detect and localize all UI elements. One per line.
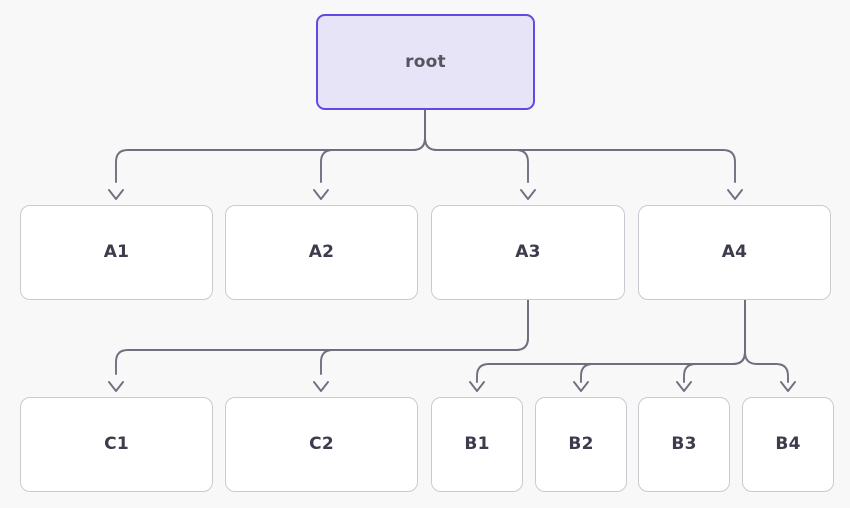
arrowhead-b4 xyxy=(780,381,796,392)
arrowhead-b2 xyxy=(573,381,589,392)
arrowhead-c1 xyxy=(108,381,124,392)
node-b1[interactable]: B1 xyxy=(431,397,523,492)
node-c1[interactable]: C1 xyxy=(20,397,213,492)
node-a2-label: A2 xyxy=(308,242,335,262)
node-root-label: root xyxy=(405,51,446,72)
node-a4-label: A4 xyxy=(721,242,748,262)
node-c2[interactable]: C2 xyxy=(225,397,418,492)
node-a1-label: A1 xyxy=(103,242,130,262)
arrowhead-c2 xyxy=(313,381,329,392)
arrowhead-b1 xyxy=(469,381,485,392)
node-c2-label: C2 xyxy=(309,434,334,454)
node-a2[interactable]: A2 xyxy=(225,205,418,300)
arrowhead-a1 xyxy=(108,189,124,200)
node-a4[interactable]: A4 xyxy=(638,205,831,300)
edge-a4-to-b4 xyxy=(744,299,789,383)
edge-root-to-a4 xyxy=(424,109,736,183)
node-root[interactable]: root xyxy=(316,14,535,110)
edge-root-to-a1 xyxy=(115,109,426,183)
node-b3-label: B3 xyxy=(671,434,697,454)
node-c1-label: C1 xyxy=(104,434,129,454)
edge-a4-to-b1 xyxy=(476,299,746,383)
node-a3[interactable]: A3 xyxy=(431,205,625,300)
node-b4-label: B4 xyxy=(775,434,801,454)
node-b4[interactable]: B4 xyxy=(742,397,834,492)
node-b2-label: B2 xyxy=(568,434,594,454)
arrowhead-a3 xyxy=(520,189,536,200)
node-a1[interactable]: A1 xyxy=(20,205,213,300)
arrowhead-a2 xyxy=(313,189,329,200)
edge-a4-to-b2 xyxy=(580,299,746,383)
edge-a3-to-c2 xyxy=(320,299,529,375)
node-b3[interactable]: B3 xyxy=(638,397,730,492)
arrowhead-a4 xyxy=(727,189,743,200)
arrowhead-b3 xyxy=(676,381,692,392)
node-b1-label: B1 xyxy=(464,434,490,454)
edge-root-to-a2 xyxy=(320,109,426,183)
node-b2[interactable]: B2 xyxy=(535,397,627,492)
edge-a3-to-c1 xyxy=(115,299,529,375)
node-a3-label: A3 xyxy=(515,242,541,262)
edge-a4-to-b3 xyxy=(683,299,746,383)
edge-root-to-a3 xyxy=(424,109,529,183)
